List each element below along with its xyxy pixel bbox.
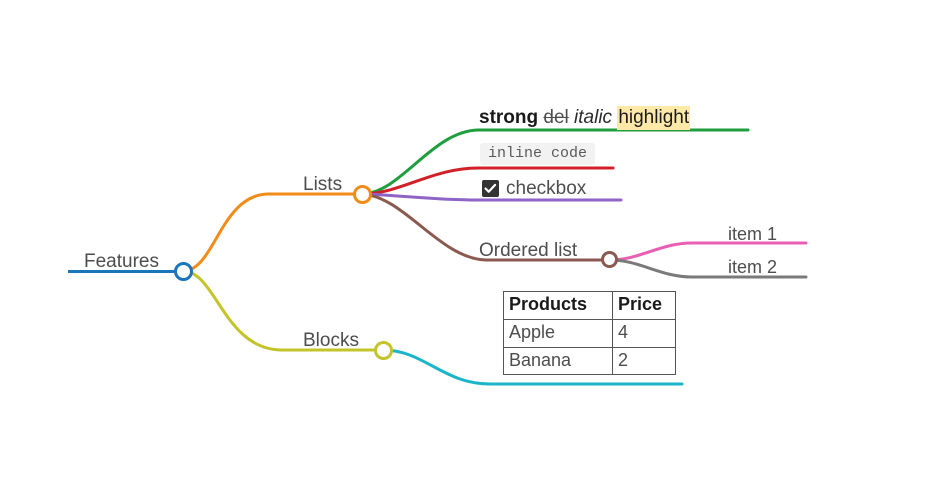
branch-label-blocks[interactable]: Blocks <box>303 330 359 351</box>
topic-rich-text[interactable]: strong del italic highlight <box>479 106 691 130</box>
table-header-row: Products Price <box>503 291 676 320</box>
rich-text-del: del <box>543 107 569 128</box>
edge-root-to-blocks <box>181 269 385 352</box>
table-cell: 2 <box>612 346 676 376</box>
table-cell: 4 <box>612 318 676 348</box>
topic-label-item-2[interactable]: item 2 <box>728 257 778 277</box>
branch-node-circle-lists[interactable] <box>353 185 372 204</box>
topic-label-item-1[interactable]: item 1 <box>728 224 778 244</box>
branch-label-lists[interactable]: Lists <box>303 174 343 195</box>
checkbox-checked-icon[interactable] <box>482 180 499 197</box>
checkbox-label: checkbox <box>506 178 587 199</box>
edge-root-to-lists <box>181 192 364 273</box>
edge-lists-to-inlinecode <box>360 166 615 196</box>
topic-node-circle-ordered-list[interactable] <box>601 251 618 268</box>
root-label[interactable]: Features <box>84 251 159 272</box>
edge-lists-to-checkbox <box>360 192 623 202</box>
rich-text-highlight: highlight <box>617 106 691 130</box>
rich-text-italic: italic <box>574 107 613 128</box>
topic-checkbox[interactable]: checkbox <box>482 179 586 198</box>
edge-lists-to-richtext <box>360 128 750 196</box>
table-cell: Banana <box>503 346 613 376</box>
table-row[interactable]: Banana 2 <box>503 346 676 376</box>
topic-inline-code[interactable]: inline code <box>480 143 596 165</box>
edge-orderedlist-to-item2 <box>608 258 808 279</box>
topic-products-table[interactable]: Products Price Apple 4 Banana 2 <box>503 291 676 376</box>
table-cell: Apple <box>503 318 613 348</box>
edge-lists-to-orderedlist <box>360 192 612 262</box>
rich-text-strong: strong <box>479 107 539 128</box>
edge-blocks-to-table <box>381 348 684 386</box>
table-header-cell: Products <box>503 291 613 320</box>
table-header-cell: Price <box>612 291 676 320</box>
table-row[interactable]: Apple 4 <box>503 318 676 348</box>
root-node-circle[interactable] <box>174 262 193 281</box>
topic-label-ordered-list[interactable]: Ordered list <box>479 240 578 261</box>
branch-node-circle-blocks[interactable] <box>374 341 393 360</box>
